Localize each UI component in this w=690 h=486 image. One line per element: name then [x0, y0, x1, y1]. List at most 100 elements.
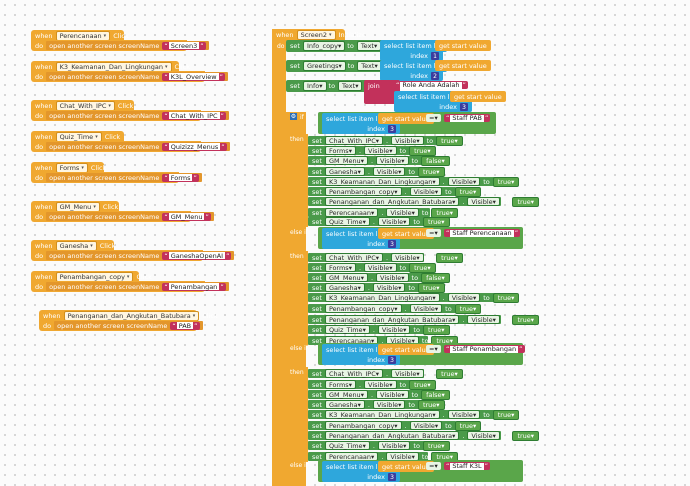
component-dropdown[interactable]: Quiz_Time▾ [324, 441, 370, 450]
property-dropdown[interactable]: Visible▾ [377, 325, 411, 334]
get-start-value-block[interactable]: get start value [378, 461, 434, 472]
set-visible-block[interactable]: set Quiz_Time▾ . Visible▾ to true▾ [308, 440, 450, 451]
component-dropdown[interactable]: Penambangan_copy▾ [324, 187, 402, 196]
component-dropdown[interactable]: Perencanaan▾ [324, 208, 379, 217]
component-dropdown[interactable]: Chat_With_IPC▾ [324, 369, 384, 378]
equals-dropdown[interactable]: =▾ [426, 229, 441, 237]
open-screen-block[interactable]: open another screen screenName “Penamban… [46, 282, 229, 291]
screen-name-text[interactable]: “PAB” [170, 321, 200, 330]
component-dropdown[interactable]: Ganesha▾ [324, 400, 365, 409]
component-dropdown[interactable]: K3_Keamanan_Dan_Lingkungan▾ [324, 293, 440, 302]
select-list-item-block[interactable]: select list item list [322, 228, 390, 240]
boolean-dropdown[interactable]: true▾ [436, 135, 463, 146]
index-number[interactable]: 3 [388, 473, 396, 481]
set-visible-block[interactable]: set Chat_With_IPC▾ . Visible▾ to true▾ [308, 368, 463, 379]
property-dropdown[interactable]: Visible▾ [377, 441, 411, 450]
select-list-item-block[interactable]: select list item list [322, 461, 390, 473]
boolean-dropdown[interactable]: false▾ [421, 155, 450, 166]
boolean-dropdown[interactable]: true▾ [492, 409, 520, 420]
component-dropdown[interactable]: Penanganan_dan_Angkutan_Batubara▾ [324, 197, 460, 206]
component-dropdown[interactable]: Forms▾ [324, 380, 356, 389]
component-dropdown[interactable]: Chat_With_IPC▾ [55, 100, 115, 111]
open-screen-block[interactable]: open another screen screenName “PAB” [54, 321, 203, 330]
screen-name-text[interactable]: “Forms” [162, 173, 199, 182]
component-dropdown[interactable]: GM_Menu▾ [324, 156, 368, 165]
boolean-dropdown[interactable]: true▾ [512, 196, 540, 207]
property-dropdown[interactable]: Visible▾ [376, 273, 409, 282]
boolean-dropdown[interactable]: true▾ [454, 303, 482, 314]
boolean-dropdown[interactable]: true▾ [454, 186, 482, 197]
property-dropdown[interactable]: Visible▾ [376, 156, 409, 165]
component-dropdown[interactable]: K3_Keamanan_Dan_Lingkungan▾ [324, 410, 440, 419]
boolean-dropdown[interactable]: false▾ [421, 272, 450, 283]
equals-dropdown[interactable]: =▾ [426, 114, 441, 122]
component-dropdown[interactable]: K3_Keamanan_Dan_Lingkungan▾ [324, 177, 440, 186]
get-start-value-block[interactable]: get start value [378, 113, 434, 124]
boolean-dropdown[interactable]: true▾ [512, 314, 540, 325]
boolean-dropdown[interactable]: true▾ [409, 379, 436, 390]
component-dropdown[interactable]: Forms▾ [324, 146, 356, 155]
boolean-dropdown[interactable]: false▾ [421, 389, 450, 400]
role-value-text[interactable]: “Staff Perencanaan” [444, 229, 521, 237]
set-visible-block[interactable]: set Ganesha▾ . Visible▾ to true▾ [308, 282, 445, 293]
set-visible-block[interactable]: set Forms▾ . Visible▾ to true▾ [308, 262, 436, 273]
select-list-item-block[interactable]: select list item list [322, 113, 390, 125]
property-dropdown[interactable]: Text▾ [356, 41, 382, 51]
index-number[interactable]: 1 [431, 52, 439, 60]
set-visible-block[interactable]: set K3_Keamanan_Dan_Lingkungan▾ . Visibl… [308, 292, 520, 303]
property-dropdown[interactable]: Visible▾ [447, 410, 481, 419]
role-value-text[interactable]: “Staff K3L” [444, 462, 490, 470]
set-visible-block[interactable]: set Chat_With_IPC▾ . Visible▾ to true▾ [308, 252, 463, 263]
component-dropdown[interactable]: Ganesha▾ [324, 167, 365, 176]
boolean-dropdown[interactable]: true▾ [417, 399, 445, 410]
boolean-dropdown[interactable]: true▾ [409, 262, 436, 273]
screen-name-text[interactable]: “GaneshaOpenAI” [162, 251, 232, 260]
screen-name-text[interactable]: “Screen3” [162, 41, 206, 50]
boolean-dropdown[interactable]: true▾ [436, 252, 463, 263]
screen-name-text[interactable]: “Chat_With_IPC” [162, 111, 226, 120]
property-dropdown[interactable]: Visible▾ [364, 380, 397, 389]
set-visible-block[interactable]: set Forms▾ . Visible▾ to true▾ [308, 145, 436, 156]
set-visible-block[interactable]: set GM_Menu▾ . Visible▾ to false▾ [308, 272, 450, 283]
property-dropdown[interactable]: Visible▾ [372, 167, 406, 176]
component-dropdown[interactable]: Ganesha▾ [55, 240, 97, 251]
property-dropdown[interactable]: Visible▾ [377, 217, 411, 226]
init-hat[interactable]: when Screen2▾ Initialize [272, 29, 366, 41]
set-visible-block[interactable]: set Ganesha▾ . Visible▾ to true▾ [308, 399, 445, 410]
index-number[interactable]: 2 [431, 72, 439, 80]
boolean-dropdown[interactable]: true▾ [492, 176, 520, 187]
equals-dropdown[interactable]: =▾ [426, 462, 441, 470]
set-visible-block[interactable]: set Penambangan_copy▾ . Visible▾ to true… [308, 303, 482, 314]
component-dropdown[interactable]: Forms▾ [55, 162, 88, 173]
boolean-dropdown[interactable]: true▾ [417, 282, 445, 293]
set-visible-block[interactable]: set Perencanaan▾ . Visible▾ to true▾ [308, 451, 459, 462]
index-number[interactable]: 3 [388, 356, 396, 364]
select-list-item-block[interactable]: select list item list [380, 40, 448, 52]
component-dropdown[interactable]: Penambangan_copy▾ [324, 421, 402, 430]
gear-icon[interactable]: ⚙ [290, 113, 297, 120]
get-start-value-block[interactable]: get start value [435, 40, 491, 51]
component-dropdown[interactable]: Chat_With_IPC▾ [324, 253, 384, 262]
component-dropdown[interactable]: GM_Menu▾ [324, 390, 368, 399]
property-dropdown[interactable]: Visible▾ [386, 208, 419, 217]
boolean-dropdown[interactable]: true▾ [454, 420, 482, 431]
component-dropdown[interactable]: GM_Menu▾ [324, 273, 368, 282]
property-dropdown[interactable]: Visible▾ [364, 263, 397, 272]
component-dropdown[interactable]: Penambangan_copy▾ [324, 304, 402, 313]
open-screen-block[interactable]: open another screen screenName “Chat_Wit… [46, 111, 229, 120]
component-dropdown[interactable]: GM_Menu▾ [55, 201, 100, 212]
component-dropdown[interactable]: Quiz_Time▾ [324, 325, 370, 334]
component-dropdown[interactable]: Penambangan_copy▾ [55, 271, 134, 282]
get-start-value-block[interactable]: get start value [378, 344, 434, 355]
component-dropdown[interactable]: Info▾ [302, 81, 327, 91]
select-list-item-block[interactable]: select list item list [380, 60, 448, 72]
boolean-dropdown[interactable]: true▾ [409, 145, 436, 156]
open-screen-block[interactable]: open another screen screenName “Quizizz_… [46, 142, 230, 151]
component-dropdown[interactable]: Quiz_Time▾ [55, 131, 102, 142]
get-start-value-block[interactable]: get start value [378, 228, 434, 239]
set-visible-block[interactable]: set Penambangan_copy▾ . Visible▾ to true… [308, 420, 482, 431]
set-visible-block[interactable]: set Penanganan_dan_Angkutan_Batubara▾ . … [308, 196, 540, 207]
property-dropdown[interactable]: Visible▾ [364, 146, 397, 155]
screen-name-text[interactable]: “Quizizz_Menus” [162, 142, 227, 151]
set-visible-block[interactable]: set K3_Keamanan_Dan_Lingkungan▾ . Visibl… [308, 176, 520, 187]
